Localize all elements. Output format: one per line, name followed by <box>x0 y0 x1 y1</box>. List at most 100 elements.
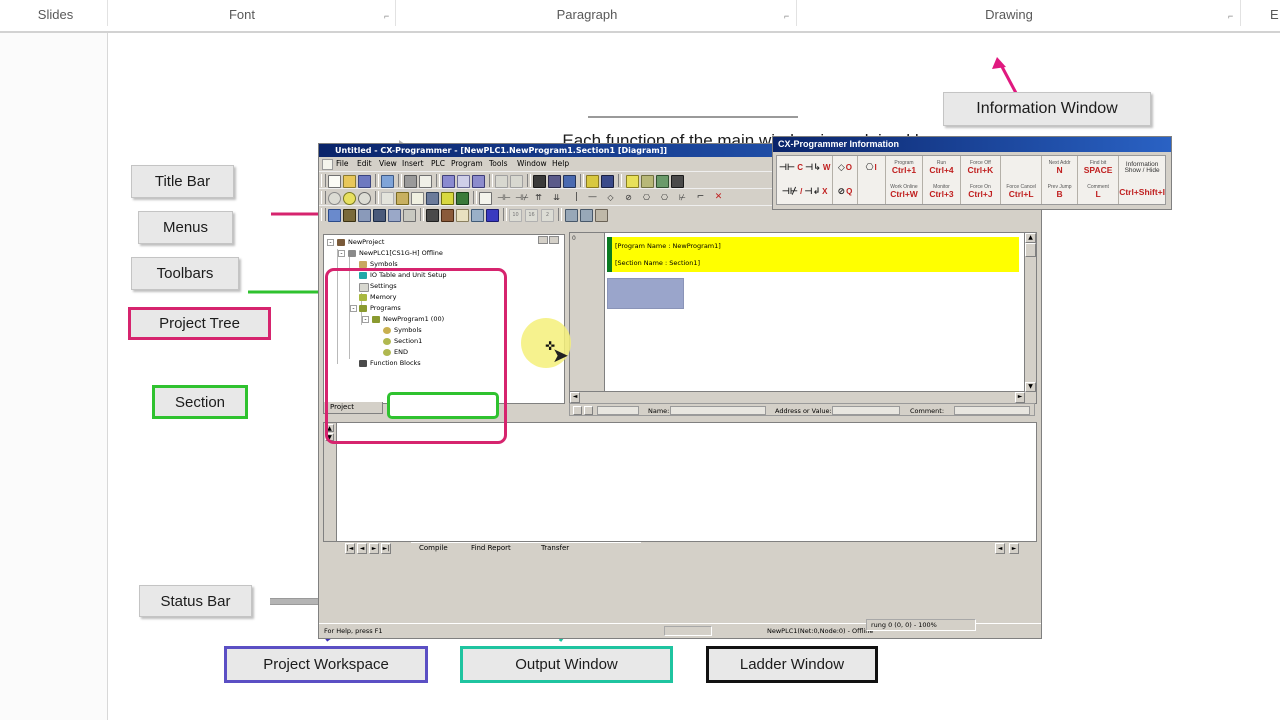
work-online-icon[interactable] <box>641 175 654 188</box>
project-window-icon[interactable] <box>328 209 341 222</box>
minimize-icon[interactable] <box>538 236 548 244</box>
time-chart-icon[interactable] <box>456 209 469 222</box>
scroll-down-button[interactable]: ▼ <box>1025 382 1036 392</box>
callout-title-bar[interactable]: Title Bar <box>131 165 234 198</box>
rung-comment-block[interactable] <box>612 237 1019 272</box>
menu-edit[interactable]: Edit <box>357 159 372 168</box>
ladder-horizontal-scrollbar[interactable]: ◄ ► <box>570 391 1025 403</box>
data-trace-icon[interactable] <box>441 209 454 222</box>
tree-item-section1[interactable]: Section1 <box>394 337 423 345</box>
cross-reference-icon[interactable] <box>388 209 401 222</box>
page-setup-icon[interactable] <box>419 175 432 188</box>
tab-last-button[interactable]: ►| <box>381 543 391 554</box>
contact-no-icon[interactable]: ⊣⊢ <box>497 193 511 202</box>
delete-icon[interactable]: ✕ <box>714 192 723 202</box>
tree-item-io-table[interactable]: IO Table and Unit Setup <box>370 271 447 279</box>
vertical-line-icon[interactable]: | <box>574 192 579 202</box>
pane-window-buttons[interactable] <box>537 236 563 244</box>
contact-up-icon[interactable]: ⇈ <box>535 193 542 202</box>
output-window-icon[interactable] <box>358 209 371 222</box>
coil-inverted-icon[interactable]: ⊘ <box>625 193 632 202</box>
toolbar-grip[interactable] <box>321 174 326 187</box>
menu-insert[interactable]: Insert <box>402 159 424 168</box>
grid-icon[interactable] <box>381 192 394 205</box>
contact-nc-icon[interactable]: ⊣⊬ <box>515 193 529 202</box>
ribbon-group-paragraph[interactable]: Paragraph <box>556 7 618 22</box>
dialog-launcher-icon[interactable]: ⌐ <box>384 11 390 21</box>
symbol-bar[interactable]: Name: Address or Value: Comment: <box>569 403 1035 416</box>
output-tab-compile[interactable]: Compile <box>419 544 448 552</box>
symbol-name-input[interactable] <box>670 406 766 415</box>
scroll-left-button[interactable]: ◄ <box>570 392 580 403</box>
menu-view[interactable]: View <box>379 159 397 168</box>
zoom-100-icon[interactable] <box>343 192 356 205</box>
tree-item-function-blocks[interactable]: Function Blocks <box>370 359 421 367</box>
symbol-address-input[interactable] <box>832 406 900 415</box>
show-symbols-icon[interactable] <box>396 192 409 205</box>
tree-item-end[interactable]: END <box>394 348 408 356</box>
tree-expander[interactable]: - <box>327 239 334 246</box>
project-tab[interactable]: Project <box>323 402 383 414</box>
mnemonics-icon[interactable] <box>426 192 439 205</box>
menu-program[interactable]: Program <box>451 159 483 168</box>
output-scroll-right[interactable]: ► <box>1009 543 1019 554</box>
function-block-icon[interactable]: ⊬ <box>679 193 686 202</box>
symbol-bar-prev-button[interactable] <box>573 406 582 415</box>
new-icon[interactable] <box>328 175 341 188</box>
go-to-icon[interactable] <box>563 175 576 188</box>
menu-window[interactable]: Window <box>517 159 547 168</box>
tree-item-program-symbols[interactable]: Symbols <box>394 326 422 334</box>
callout-menus[interactable]: Menus <box>138 211 233 244</box>
dialog-launcher-icon[interactable]: ⌐ <box>784 11 790 21</box>
zoom-in-icon[interactable] <box>358 192 371 205</box>
callout-information-window[interactable]: Information Window <box>943 92 1151 126</box>
paste-icon[interactable] <box>472 175 485 188</box>
tree-item-symbols[interactable]: Symbols <box>370 260 398 268</box>
callout-status-bar[interactable]: Status Bar <box>139 585 252 617</box>
section-view-icon[interactable] <box>456 192 469 205</box>
ladder-cell-cursor[interactable] <box>607 278 684 309</box>
information-window[interactable]: CX-Programmer Information ⊣⊢ C ⊣↳ W ⊣⊬ /… <box>772 136 1172 210</box>
callout-toolbars[interactable]: Toolbars <box>131 257 239 290</box>
ladder-diagram-pane[interactable]: 0 [Program Name : NewProgram1] [Section … <box>569 232 1037 404</box>
comment-view-icon[interactable] <box>441 192 454 205</box>
scroll-up-button[interactable]: ▲ <box>1025 233 1036 243</box>
scroll-right-button[interactable]: ► <box>1015 392 1025 403</box>
tree-item-newplc1[interactable]: NewPLC1[CS1G-H] Offline <box>359 249 443 257</box>
symbol-comment-input[interactable] <box>954 406 1030 415</box>
tree-expander[interactable]: - <box>350 305 357 312</box>
force-on-icon[interactable] <box>565 209 578 222</box>
corner-icon[interactable]: ⌐ <box>696 192 705 202</box>
select-mode-icon[interactable] <box>479 192 492 205</box>
tree-item-memory[interactable]: Memory <box>370 293 397 301</box>
tab-first-button[interactable]: |◄ <box>345 543 355 554</box>
tab-prev-button[interactable]: ◄ <box>357 543 367 554</box>
properties-icon[interactable] <box>403 209 416 222</box>
ribbon-group-editing-partial[interactable]: E <box>1270 7 1279 22</box>
output-tab-find-report[interactable]: Find Report <box>471 544 511 552</box>
force-off-icon[interactable] <box>580 209 593 222</box>
ladder-vertical-scrollbar[interactable]: ▲ ▼ <box>1024 233 1036 403</box>
monitor-icon[interactable] <box>671 175 684 188</box>
callout-project-workspace[interactable]: Project Workspace <box>224 646 428 683</box>
list-icon[interactable] <box>411 192 424 205</box>
context-help-icon[interactable] <box>601 175 614 188</box>
print-icon[interactable] <box>404 175 417 188</box>
copy-icon[interactable] <box>457 175 470 188</box>
tree-item-programs[interactable]: Programs <box>370 304 401 312</box>
callout-output-window[interactable]: Output Window <box>460 646 673 683</box>
plc-memory-icon[interactable] <box>486 209 499 222</box>
tab-next-button[interactable]: ► <box>369 543 379 554</box>
ribbon-group-slides[interactable]: Slides <box>37 7 74 22</box>
watch-window-icon[interactable] <box>373 209 386 222</box>
output-window-tabs[interactable]: |◄ ◄ ► ►| Compile Find Report Transfer ◄… <box>323 542 1035 556</box>
tree-expander[interactable]: - <box>338 250 345 257</box>
dialog-launcher-icon[interactable]: ⌐ <box>1228 11 1234 21</box>
output-scroll-left[interactable]: ◄ <box>995 543 1005 554</box>
project-workspace-pane[interactable]: - NewProject - NewPLC1[CS1G-H] Offline S… <box>323 234 565 404</box>
force-cancel-icon[interactable] <box>595 209 608 222</box>
toolbar-grip[interactable] <box>321 208 326 221</box>
coil-icon[interactable]: ◇ <box>607 193 614 202</box>
print-preview-icon[interactable] <box>381 175 394 188</box>
tree-expander[interactable]: - <box>362 316 369 323</box>
